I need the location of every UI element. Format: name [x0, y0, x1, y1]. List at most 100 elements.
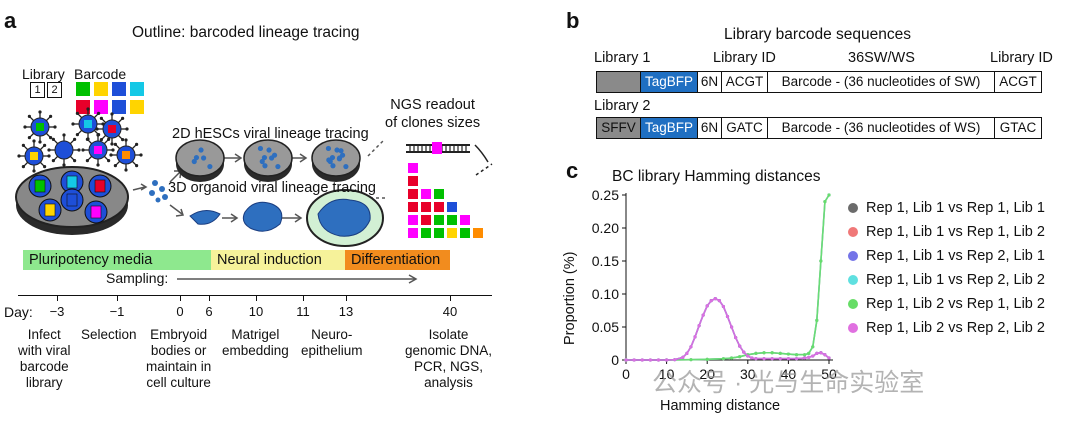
x-tick-label: 50 [821, 366, 837, 382]
step-line: with viral [18, 343, 71, 358]
timeline-tick [209, 295, 210, 301]
clone-square [421, 189, 431, 199]
clone-square [434, 228, 444, 238]
timeline-tick [303, 295, 304, 301]
legend-marker [848, 299, 858, 310]
virus-icon [71, 107, 105, 141]
legend-marker [848, 275, 858, 286]
step-selection: Selection [81, 327, 137, 343]
library-number-2: 2 [47, 82, 62, 98]
sampling-label: Sampling: [106, 270, 169, 286]
step-line: Isolate [428, 327, 469, 342]
legend-label: Rep 1, Lib 1 vs Rep 2, Lib 1 [866, 248, 1045, 264]
series-line [626, 194, 830, 361]
sampling-arrow [177, 274, 418, 284]
clone-square [408, 228, 418, 238]
clone-square [447, 202, 457, 212]
y-axis-label: Proportion (%) [562, 251, 578, 345]
library-2-label: Library 2 [594, 98, 651, 114]
header-library-id-right: Library ID [990, 50, 1053, 66]
data-point [815, 318, 819, 322]
series-line [626, 194, 830, 361]
2d-dishes-icon [175, 139, 361, 182]
clone-square [408, 163, 418, 173]
panel-letter-c: c [566, 158, 579, 183]
clone-square [447, 215, 457, 225]
watermark-text: 公众号 · 光与生命实验室 [652, 369, 925, 397]
clone-square [408, 215, 418, 225]
data-point [632, 358, 636, 362]
clone-square [421, 202, 431, 212]
data-point [725, 314, 730, 319]
2d-dish-icon [175, 139, 225, 182]
6n-box-lib1: 6N [697, 71, 722, 93]
data-point [721, 304, 726, 309]
promoter-box-lib1 [596, 71, 641, 93]
legend-marker [848, 203, 858, 214]
infected-cell-icon [38, 198, 62, 222]
y-tick-label: 0.10 [592, 286, 619, 302]
barcode-square [94, 82, 108, 96]
day-value: −3 [49, 304, 65, 319]
infected-cell-icon [28, 174, 52, 198]
y-tick-label: 0.20 [592, 220, 619, 236]
x-tick-label: 30 [740, 366, 756, 382]
barcode-square [130, 100, 144, 114]
panel-letter-a: a [4, 8, 17, 33]
data-point [762, 351, 766, 355]
legend-label: Rep 1, Lib 2 vs Rep 1, Lib 2 [866, 296, 1045, 312]
x-tick-label: 10 [659, 366, 675, 382]
step-line: library [25, 375, 63, 390]
sffv-box-lib2: SFFV [596, 117, 641, 139]
x-tick-label: 20 [699, 366, 715, 382]
data-point [786, 357, 790, 361]
data-point [794, 357, 799, 361]
y-tick-label: 0 [611, 352, 619, 368]
step-line: maintain in [146, 359, 212, 374]
data-point [827, 193, 831, 197]
clone-size-histogram [408, 163, 483, 238]
y-tick-label: 0.05 [592, 319, 619, 335]
data-point [807, 355, 811, 359]
clone-square [421, 215, 431, 225]
clone-square [434, 189, 444, 199]
data-point [709, 299, 713, 303]
step-line: cell culture [146, 375, 211, 390]
organoid-stages-icon [189, 189, 384, 247]
data-point [705, 357, 709, 361]
step-isolate: Isolate genomic DNA, PCR, NGS, analysis [405, 327, 492, 391]
barcode-square [94, 100, 108, 114]
series-0 [624, 297, 831, 362]
data-point [786, 352, 790, 356]
series-1 [624, 193, 831, 362]
barcode-square [130, 82, 144, 96]
series-4 [624, 193, 831, 362]
library-number-1: 1 [30, 82, 45, 98]
series-5 [624, 297, 831, 362]
step-line: Embryoid [150, 327, 208, 342]
phase-pluripotency: Pluripotency media [23, 250, 211, 270]
timeline-tick [450, 295, 451, 301]
2d-dish-icon [311, 139, 361, 182]
data-point [803, 356, 807, 360]
clone-square [434, 215, 444, 225]
legend-item: Rep 1, Lib 1 vs Rep 2, Lib 2 [848, 272, 1045, 288]
data-point [770, 357, 774, 361]
tagbfp-box-lib2: TagBFP [640, 117, 698, 139]
legend-label: Rep 1, Lib 1 vs Rep 1, Lib 1 [866, 200, 1045, 216]
data-point [685, 351, 689, 355]
step-line: genomic DNA, [405, 343, 493, 358]
barcode-square [112, 82, 126, 96]
series-line [626, 297, 830, 361]
ngs-readout-label: NGS readout of clones sizes [385, 96, 480, 132]
data-point [640, 358, 644, 362]
data-point [697, 324, 701, 328]
virus-icon [81, 133, 115, 167]
barcode-box-lib2: Barcode - (36 nucleotides of WS) [767, 117, 995, 139]
step-line: Infect [27, 327, 61, 342]
data-point [746, 354, 750, 358]
data-point [738, 344, 742, 348]
step-infect: Infect with viral barcode library [18, 327, 71, 391]
data-point [803, 353, 807, 357]
timeline-tick [256, 295, 257, 301]
